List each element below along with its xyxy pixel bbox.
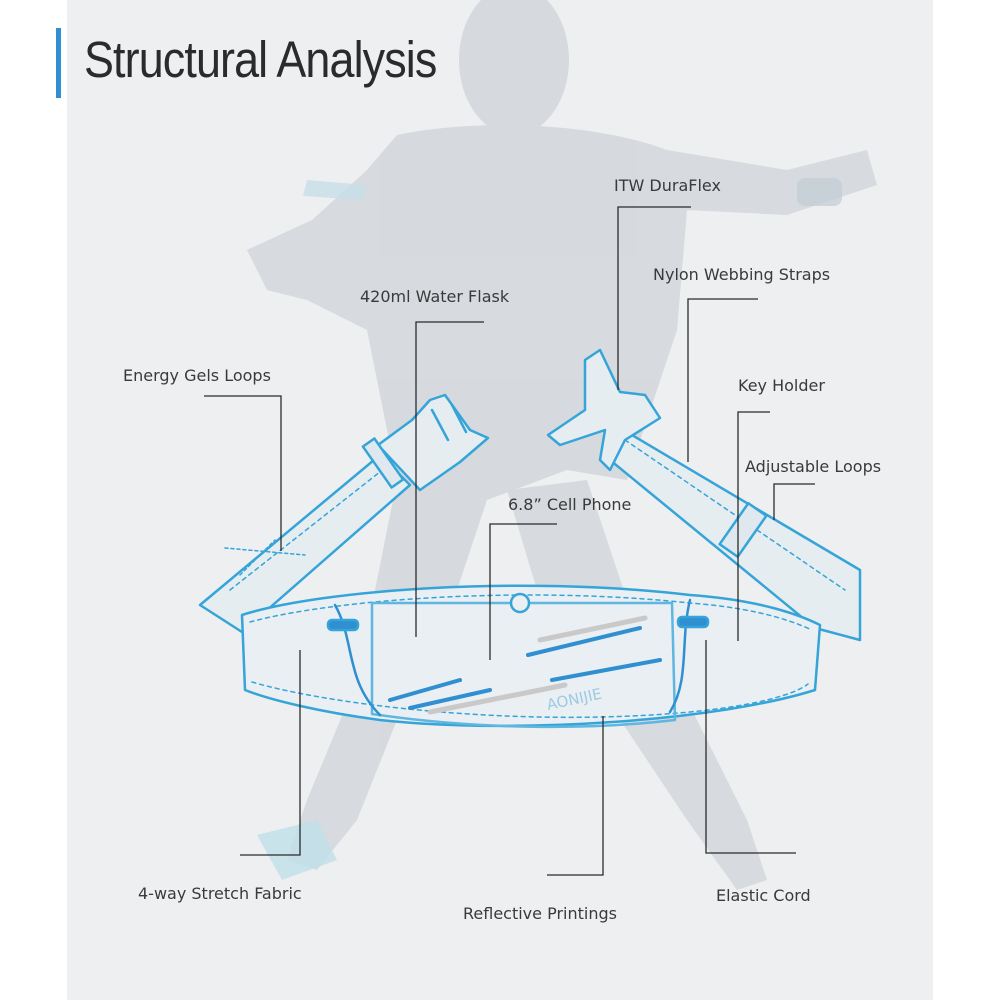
page-title: Structural Analysis [84,31,437,88]
leader-energy-gels [204,395,282,551]
leader-key-holder [737,411,770,641]
leader-water-flask [415,321,484,637]
leader-adjustable-loops [773,483,815,520]
label-elastic-cord: Elastic Cord [716,886,811,905]
leader-stretch-fabric [240,650,301,856]
label-energy-gels-loops: Energy Gels Loops [123,366,271,385]
phone-pocket [370,601,677,729]
leader-reflective [547,716,604,876]
left-strap [198,453,412,634]
title-accent-bar [56,28,61,98]
label-cell-phone: 6.8” Cell Phone [508,495,632,514]
leader-nylon-webbing [687,298,758,462]
label-key-holder: Key Holder [738,376,825,395]
label-stretch-fabric: 4-way Stretch Fabric [138,884,302,903]
label-nylon-webbing-straps: Nylon Webbing Straps [653,265,831,284]
leader-elastic-cord [705,640,796,854]
leader-itw-duraflex [617,206,691,390]
label-reflective-printings: Reflective Printings [463,904,617,923]
right-buckle [546,348,662,472]
label-adjustable-loops: Adjustable Loops [745,457,882,476]
background-panel [67,0,933,1000]
label-itw-duraflex: ITW DuraFlex [614,176,721,195]
label-water-flask: 420ml Water Flask [360,287,510,306]
leader-cell-phone [489,523,557,660]
